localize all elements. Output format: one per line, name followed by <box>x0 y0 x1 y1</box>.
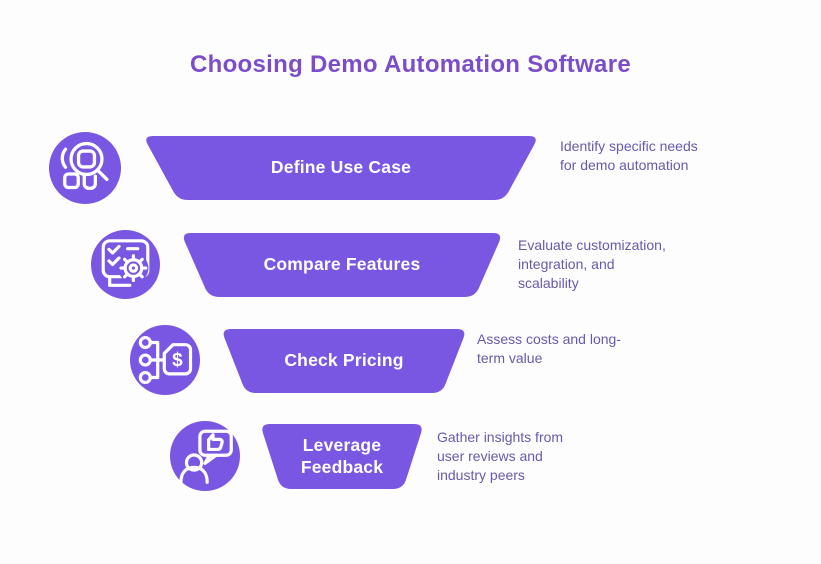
step-description: Identify specific needs for demo automat… <box>560 138 698 173</box>
funnel-step-define-use-case: Define Use Case <box>143 136 539 200</box>
page-title: Choosing Demo Automation Software <box>189 51 631 78</box>
step-description: Gather insights from user reviews and in… <box>437 429 564 483</box>
step-description: Assess costs and long- term value <box>477 331 621 366</box>
step-label: Define Use Case <box>270 157 412 178</box>
step-label: Compare Features <box>263 254 421 275</box>
person-feedback-icon <box>170 421 240 491</box>
funnel-step-check-pricing: Check Pricing <box>221 329 467 393</box>
pricing-tag-icon: $ <box>130 325 200 395</box>
checklist-gear-icon <box>91 230 160 299</box>
trapezoid-shape <box>223 329 465 393</box>
step-description: Evaluate customization, integration, and… <box>518 237 666 291</box>
search-items-icon <box>49 132 121 204</box>
funnel-step-leverage-feedback: Leverage Feedback <box>260 424 424 489</box>
trapezoid-shape <box>146 136 536 200</box>
funnel-step-compare-features: Compare Features <box>181 233 503 297</box>
trapezoid-shape <box>262 424 422 489</box>
dollar-glyph: $ <box>172 350 183 371</box>
step-label: Leverage Feedback <box>300 434 384 477</box>
step-label: Check Pricing <box>284 350 404 371</box>
trapezoid-shape <box>183 233 501 297</box>
